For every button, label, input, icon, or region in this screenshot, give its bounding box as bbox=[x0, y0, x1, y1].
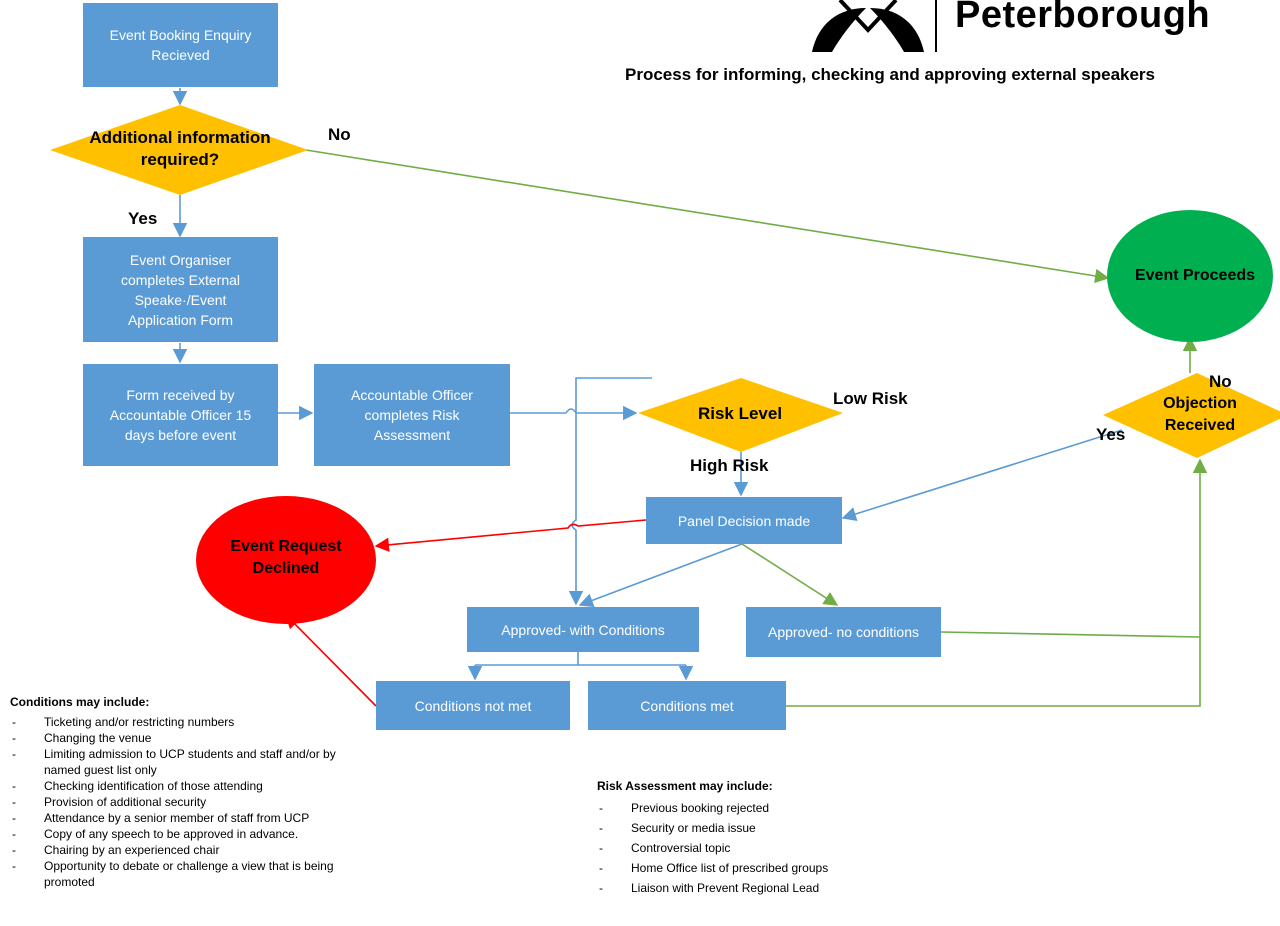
node-enquiry-received: Event Booking Enquiry Recieved bbox=[83, 3, 278, 87]
edge-risk-loop-to-conditions bbox=[568, 377, 652, 606]
peterborough-logo bbox=[808, 0, 928, 61]
edge-question-no-to-proceeds bbox=[305, 149, 1110, 284]
edge-objection-yes-to-panel bbox=[841, 429, 1123, 521]
node-form-received: Form received by Accountable Officer 15 … bbox=[83, 364, 278, 466]
conditions-note-title: Conditions may include: bbox=[10, 695, 150, 709]
page-title: Peterborough bbox=[955, 0, 1211, 36]
edge-approved-conditions-split bbox=[475, 652, 686, 666]
objection-diamond bbox=[1103, 373, 1280, 458]
node-conditions-not-met: Conditions not met bbox=[376, 681, 570, 730]
edge-label-no-objection: No bbox=[1209, 372, 1232, 391]
condition-item: Copy of any speech to be approved in adv… bbox=[10, 826, 375, 842]
conditions-list: Ticketing and/or restricting numbers Cha… bbox=[10, 714, 375, 890]
node-approved-no-conditions-label: Approved- no conditions bbox=[768, 624, 919, 640]
event-proceeds-ellipse bbox=[1107, 210, 1273, 342]
node-conditions-met-label: Conditions met bbox=[640, 697, 734, 714]
event-declined-label: Event Request Declined bbox=[230, 538, 342, 577]
risk-level-label: Risk Level bbox=[697, 404, 783, 423]
node-officer-risk-label: Accountable Officer completes Risk Asses… bbox=[351, 387, 473, 443]
condition-item: Limiting admission to UCP students and s… bbox=[10, 746, 375, 778]
node-conditions-met: Conditions met bbox=[588, 681, 786, 730]
node-enquiry-label: Event Booking Enquiry Recieved bbox=[109, 27, 252, 63]
condition-item: Attendance by a senior member of staff f… bbox=[10, 810, 375, 826]
node-form-received-label: Form received by Accountable Officer 15 … bbox=[109, 387, 252, 443]
edge-panel-to-declined bbox=[374, 519, 647, 552]
edge-officer-to-risk bbox=[510, 405, 638, 421]
risk-item: Security or media issue bbox=[597, 818, 917, 838]
edge-met-to-objection bbox=[786, 458, 1208, 707]
conditions-note: Conditions may include: Ticketing and/or… bbox=[10, 694, 375, 890]
node-approved-no-conditions: Approved- no conditions bbox=[746, 607, 941, 657]
additional-info-label: Additional information required? bbox=[89, 128, 271, 169]
risk-item: Controversial topic bbox=[597, 838, 917, 858]
page-subtitle: Process for informing, checking and appr… bbox=[625, 65, 1155, 84]
node-approved-with-conditions: Approved- with Conditions bbox=[467, 607, 699, 652]
node-approved-conditions-label: Approved- with Conditions bbox=[501, 621, 665, 638]
node-conditions-not-met-label: Conditions not met bbox=[414, 697, 532, 714]
condition-item: Chairing by an experienced chair bbox=[10, 842, 375, 858]
risk-list: Previous booking rejected Security or me… bbox=[597, 798, 917, 898]
event-declined-ellipse bbox=[196, 496, 376, 624]
node-panel-decision-label: Panel Decision made bbox=[677, 512, 811, 529]
risk-item: Previous booking rejected bbox=[597, 798, 917, 818]
node-organiser-form-label: Event Organiser completes External Speak… bbox=[120, 251, 241, 328]
edge-label-low-risk: Low Risk bbox=[833, 389, 908, 408]
edge-not-met-to-declined bbox=[284, 613, 377, 707]
condition-item: Ticketing and/or restricting numbers bbox=[10, 714, 375, 730]
node-organiser-form: Event Organiser completes External Speak… bbox=[83, 237, 278, 342]
event-proceeds-label: Event Proceeds bbox=[1134, 267, 1256, 284]
edge-label-high-risk: High Risk bbox=[690, 456, 769, 475]
edge-panel-to-approved-conditions bbox=[578, 543, 743, 608]
risk-level-diamond bbox=[638, 378, 843, 452]
risk-note-title: Risk Assessment may include: bbox=[597, 779, 773, 793]
additional-info-diamond bbox=[50, 105, 308, 195]
condition-item: Checking identification of those attendi… bbox=[10, 778, 375, 794]
edge-no-conditions-to-objection bbox=[940, 631, 1201, 638]
edge-label-yes-objection: Yes bbox=[1096, 425, 1126, 444]
condition-item: Opportunity to debate or challenge a vie… bbox=[10, 858, 375, 890]
objection-received-label: Objection Received bbox=[1163, 395, 1237, 434]
edge-label-no-additional: No bbox=[328, 125, 351, 144]
risk-item: Home Office list of prescribed groups bbox=[597, 858, 917, 878]
header-divider bbox=[935, 0, 937, 52]
condition-item: Provision of additional security bbox=[10, 794, 375, 810]
node-panel-decision: Panel Decision made bbox=[646, 497, 842, 544]
node-officer-risk-assessment: Accountable Officer completes Risk Asses… bbox=[314, 364, 510, 466]
risk-assessment-note: Risk Assessment may include: Previous bo… bbox=[597, 778, 917, 898]
risk-item: Liaison with Prevent Regional Lead bbox=[597, 878, 917, 898]
condition-item: Changing the venue bbox=[10, 730, 375, 746]
edge-label-yes-additional: Yes bbox=[128, 209, 158, 228]
edge-panel-to-approved-no-conditions bbox=[741, 543, 839, 606]
